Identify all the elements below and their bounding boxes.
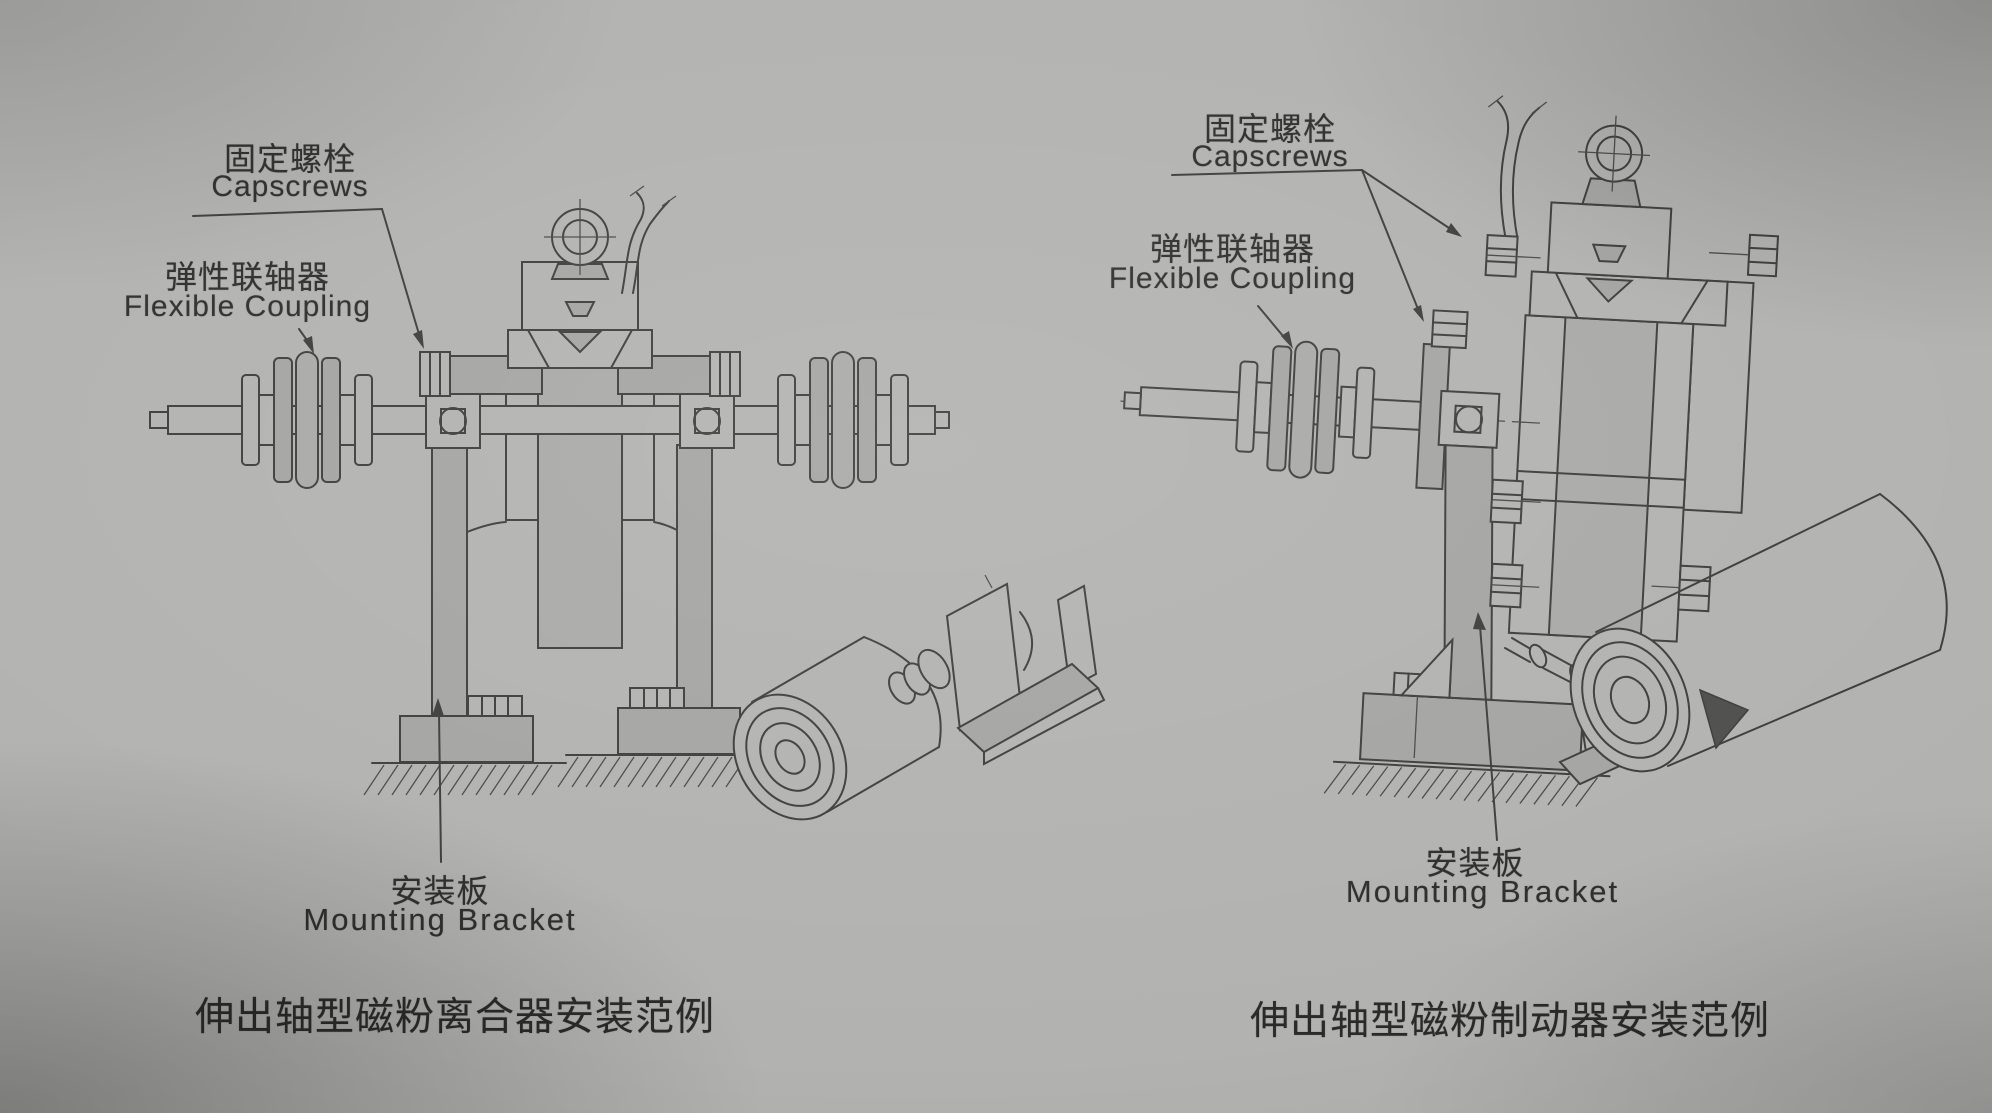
right-bracket-label-zh: 安装板 xyxy=(1425,845,1525,881)
left-bracket-label-en: Mounting Bracket xyxy=(303,902,577,937)
bracket-leader-line xyxy=(432,698,444,863)
right-capscrews-label-zh: 固定螺栓 xyxy=(1203,111,1336,147)
brake-drawing xyxy=(1120,95,1780,807)
right-capscrews-label-en: Capscrews xyxy=(1191,140,1349,173)
bearing-block xyxy=(1437,389,1501,449)
arrowhead xyxy=(1413,305,1424,322)
eyebolt xyxy=(544,199,616,280)
shaft-flange xyxy=(1415,309,1469,491)
left-coupling-label-zh: 弹性联轴器 xyxy=(164,259,330,295)
capscrews-leader-line xyxy=(192,207,424,349)
right-coupling-label-en: Flexible Coupling xyxy=(1108,262,1357,295)
left-capscrews-label-zh: 固定螺栓 xyxy=(223,141,356,177)
arrowhead xyxy=(303,336,314,354)
coupling-leader-line xyxy=(1257,305,1293,349)
right-coupling-label-zh: 弹性联轴器 xyxy=(1149,231,1315,267)
left-bracket-label-zh: 安装板 xyxy=(390,873,490,909)
motor-isometric xyxy=(732,574,1106,821)
capscrew-bolts xyxy=(1484,233,1780,613)
left-diagram-caption: 伸出轴型磁粉离合器安装范例 xyxy=(194,996,715,1039)
left-coupling-label-en: Flexible Coupling xyxy=(123,290,372,323)
right-bracket-label-en: Mounting Bracket xyxy=(1345,874,1620,909)
clutch-drawing xyxy=(149,185,1106,863)
bracket-leader-line xyxy=(1473,612,1498,841)
roller-isometric xyxy=(1504,493,1948,786)
foot-plates xyxy=(399,687,741,763)
lifting-cable xyxy=(1487,95,1548,240)
right-diagram-caption: 伸出轴型磁粉制动器安装范例 xyxy=(1249,1000,1770,1043)
ground-hatching xyxy=(363,754,761,796)
ground-hatching xyxy=(1323,760,1611,807)
flexible-coupling-right xyxy=(777,351,909,489)
brake-body xyxy=(1507,201,1755,643)
arrowhead xyxy=(1281,331,1293,349)
eyebolt xyxy=(1578,115,1651,209)
arrowhead xyxy=(1473,612,1486,630)
arrowhead xyxy=(413,330,424,349)
flexible-coupling xyxy=(1235,340,1376,479)
capscrew-bolts xyxy=(419,351,741,397)
coupling-leader-line xyxy=(298,328,314,354)
flexible-coupling-left xyxy=(241,351,373,489)
left-capscrews-label-en: Capscrews xyxy=(211,170,369,203)
bearing-blocks xyxy=(425,393,735,449)
foot-plate xyxy=(1359,637,1585,772)
capscrews-leader-line xyxy=(1171,168,1462,322)
arrowhead xyxy=(432,698,444,716)
roller-shading xyxy=(1698,688,1750,750)
arrowhead xyxy=(1446,223,1462,237)
lifting-cable xyxy=(621,185,677,294)
